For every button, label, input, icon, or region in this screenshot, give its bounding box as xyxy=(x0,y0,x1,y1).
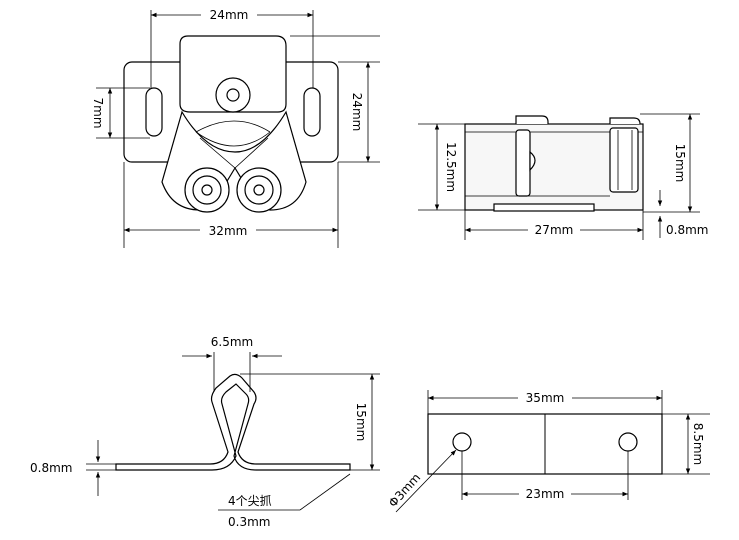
note-claws: 4个尖抓 xyxy=(228,494,272,508)
dim-bottom-width: 32mm xyxy=(209,224,248,238)
side-view: 12.5mm 15mm 27mm 0.8mm xyxy=(418,113,708,240)
dim-hole-dia: Φ3mm xyxy=(386,471,423,510)
top-tab xyxy=(179,35,287,113)
plate-view: 35mm 8.5mm 23mm Φ3mm xyxy=(386,390,710,513)
plate-hole-right xyxy=(618,432,638,452)
dim-side-thickness: 0.8mm xyxy=(666,223,708,237)
dim-side-length: 27mm xyxy=(535,223,574,237)
dim-spring-thickness: 0.8mm xyxy=(30,461,72,475)
left-slot xyxy=(145,87,163,137)
dim-right-height: 24mm xyxy=(350,93,364,132)
dim-slot: 7mm xyxy=(91,97,105,128)
note-tip: 0.3mm xyxy=(228,515,270,529)
top-view: 24mm 7mm 24mm 32mm xyxy=(91,6,380,248)
plate-hole-left xyxy=(452,432,472,452)
side-roller xyxy=(515,129,531,197)
dim-plate-length: 35mm xyxy=(526,391,565,405)
side-block xyxy=(609,127,639,193)
right-slot xyxy=(303,87,321,137)
spring-view: 6.5mm 15mm 0.8mm 4个尖抓 0.3mm xyxy=(30,335,380,529)
dim-spring-gap: 6.5mm xyxy=(211,335,253,349)
dim-plate-height: 8.5mm xyxy=(691,423,705,465)
dim-top-width: 24mm xyxy=(210,8,249,22)
dim-spring-height: 15mm xyxy=(354,403,368,442)
dim-side-right: 15mm xyxy=(673,144,687,183)
dim-side-left: 12.5mm xyxy=(444,142,458,192)
spring-clip xyxy=(115,373,351,471)
dim-hole-spacing: 23mm xyxy=(526,487,565,501)
